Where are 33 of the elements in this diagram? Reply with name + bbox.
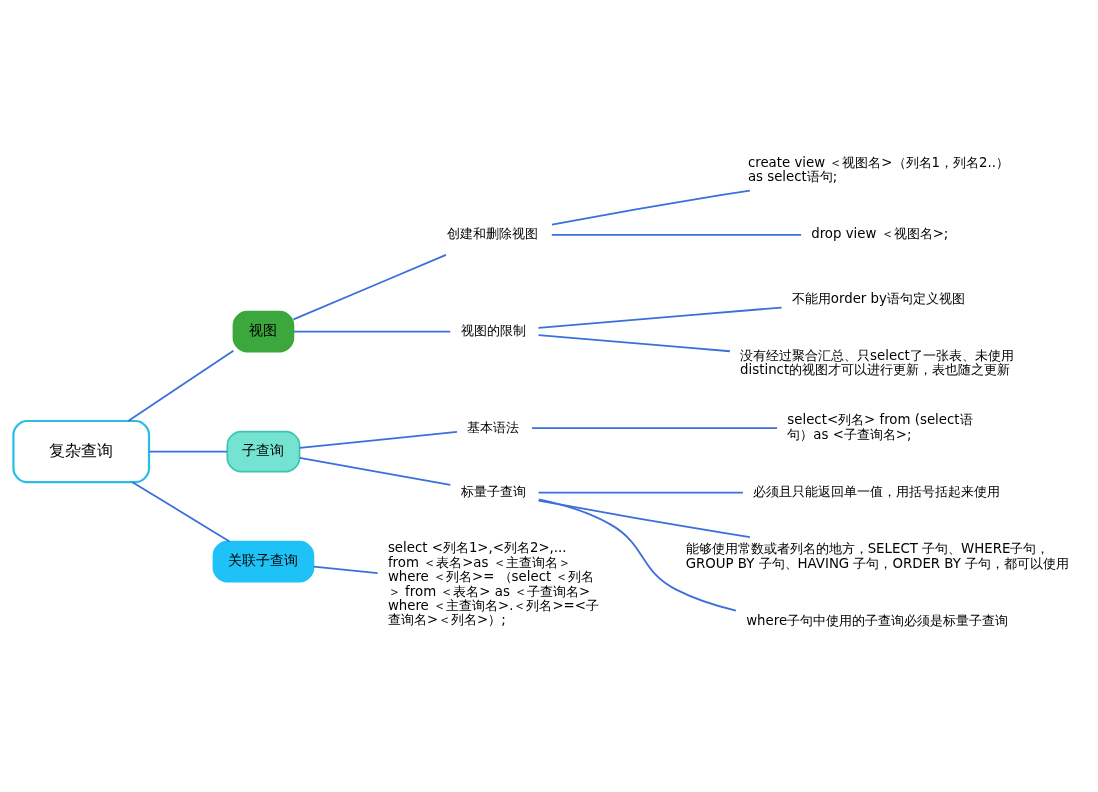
connector [531, 427, 778, 430]
node-text: 视图的限制 [460, 323, 526, 338]
node-text: drop view ＜视图名>; [811, 226, 949, 242]
node-text: 必须且只能返回单一值，用括号括起来使用 [752, 484, 1000, 500]
node-box: 复杂查询 [12, 419, 151, 484]
connector [292, 330, 452, 333]
node-text: 标量子查询 [460, 484, 526, 500]
connector [537, 306, 783, 329]
node-text: 创建和删除视图 [447, 226, 539, 242]
node-box: 子查询 [226, 430, 301, 473]
node-box: 关联子查询 [212, 540, 315, 583]
connector [551, 189, 751, 226]
connector [312, 565, 379, 574]
node-text: select <列名1>,<列名2>,... from ＜表名>as ＜主查询名＞ where ＜列名>= （select ＜列名＞ from ＜表名> as ＜子查询名> where ＜主查询名>.＜列名>=<子查询名>＜列名>）; [387, 540, 599, 628]
node-text: 不能用order by语句定义视图 [791, 290, 965, 306]
connector [550, 234, 802, 236]
node-text: where子句中使用的子查询必须是标量子查询 [746, 613, 1009, 628]
node-text: select<列名> from (select语句）as <子查询名>; [787, 412, 973, 442]
connector [131, 481, 231, 543]
connector [537, 499, 751, 538]
node-text: 能够使用常数或者列名的地方，SELECT 子句、WHERE子句，GROUP BY 子句、HAVING 子句，ORDER BY 子句，都可以使用 [685, 541, 1070, 571]
connector [298, 457, 452, 486]
connector [292, 254, 447, 321]
connector [538, 498, 737, 612]
node-text: create view ＜视图名>（列名1，列名2..） as select语句; [747, 154, 1009, 185]
node-box: 视图 [232, 310, 295, 353]
node-text: 基本语法 [467, 419, 520, 435]
connector [537, 334, 731, 353]
connector [148, 450, 228, 453]
connector [537, 491, 744, 494]
node-text: 没有经过聚合汇总、只select了一张表、未使用distinct的视图才可以进行更新，表也随之更新 [740, 348, 1014, 378]
connector [127, 349, 235, 422]
connector [298, 431, 458, 449]
